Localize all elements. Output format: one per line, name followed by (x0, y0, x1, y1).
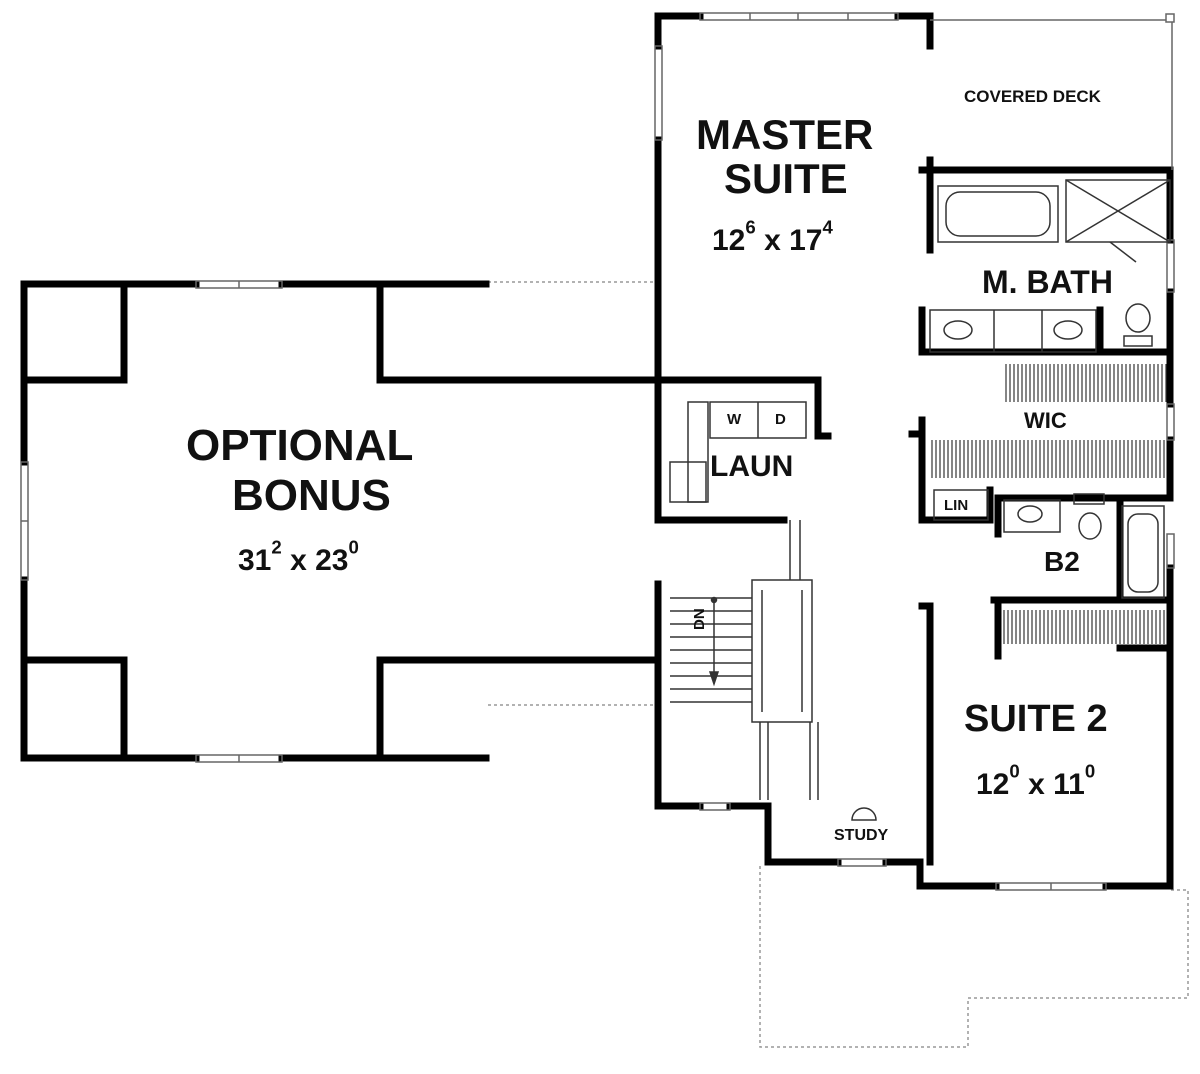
optional-bonus-label-line2: BONUS (232, 471, 391, 520)
master-suite-length-inches: 4 (822, 216, 833, 238)
stair-dn-label: DN (691, 608, 708, 630)
optional-bonus-dimensions: 312 x 230 (238, 537, 359, 577)
laundry-fixtures (669, 401, 807, 503)
suite2-closet-rods (1003, 610, 1165, 644)
covered-deck (930, 13, 1175, 170)
laun-label: LAUN (710, 450, 794, 483)
lin-label: LIN (944, 497, 969, 514)
suite2-sep: x (1028, 768, 1045, 801)
wic-hanging-rods (931, 364, 1167, 478)
m-bath-label: M. BATH (982, 264, 1113, 300)
master-suite-label-line1: MASTER (696, 111, 874, 158)
bonus-length: 23 (315, 544, 349, 577)
study-label: STUDY (834, 827, 889, 844)
master-bath-fixtures (929, 179, 1171, 353)
bonus-length-inches: 0 (348, 536, 359, 558)
bonus-room-walls (20, 280, 662, 762)
b2-label: B2 (1044, 546, 1080, 577)
master-suite-label-line2: SUITE (724, 155, 848, 202)
dryer-label: D (775, 411, 786, 428)
master-suite-width-inches: 6 (745, 216, 756, 238)
master-suite-dimensions: 126 x 174 (712, 217, 833, 257)
master-suite-sep: x (764, 224, 781, 257)
optional-bonus-label-line1: OPTIONAL (186, 421, 414, 470)
dashed-outlines (488, 281, 1189, 1048)
suite2-width-inches: 0 (1009, 760, 1020, 782)
b2-fixtures (933, 489, 1165, 599)
suite2-length-inches: 0 (1084, 760, 1096, 782)
bonus-sep: x (290, 544, 307, 577)
dashed-porch-outline (759, 866, 1189, 1048)
bonus-width-inches: 2 (271, 536, 282, 558)
study-fixture (851, 807, 877, 821)
suite2-width: 12 (976, 768, 1010, 801)
house-walls (654, 12, 1174, 890)
staircase (670, 520, 819, 800)
wic-label: WIC (1024, 408, 1067, 433)
covered-deck-label: COVERED DECK (964, 87, 1101, 106)
house-windows (654, 12, 1175, 891)
master-suite-width: 12 (712, 224, 746, 257)
suite-2-label: SUITE 2 (964, 698, 1108, 740)
master-suite-length: 17 (789, 224, 823, 257)
suite2-length: 11 (1053, 768, 1085, 801)
washer-label: W (727, 411, 742, 428)
bonus-width: 31 (238, 544, 272, 577)
bonus-windows (20, 280, 283, 763)
suite-2-dimensions: 120 x 110 (976, 761, 1095, 801)
